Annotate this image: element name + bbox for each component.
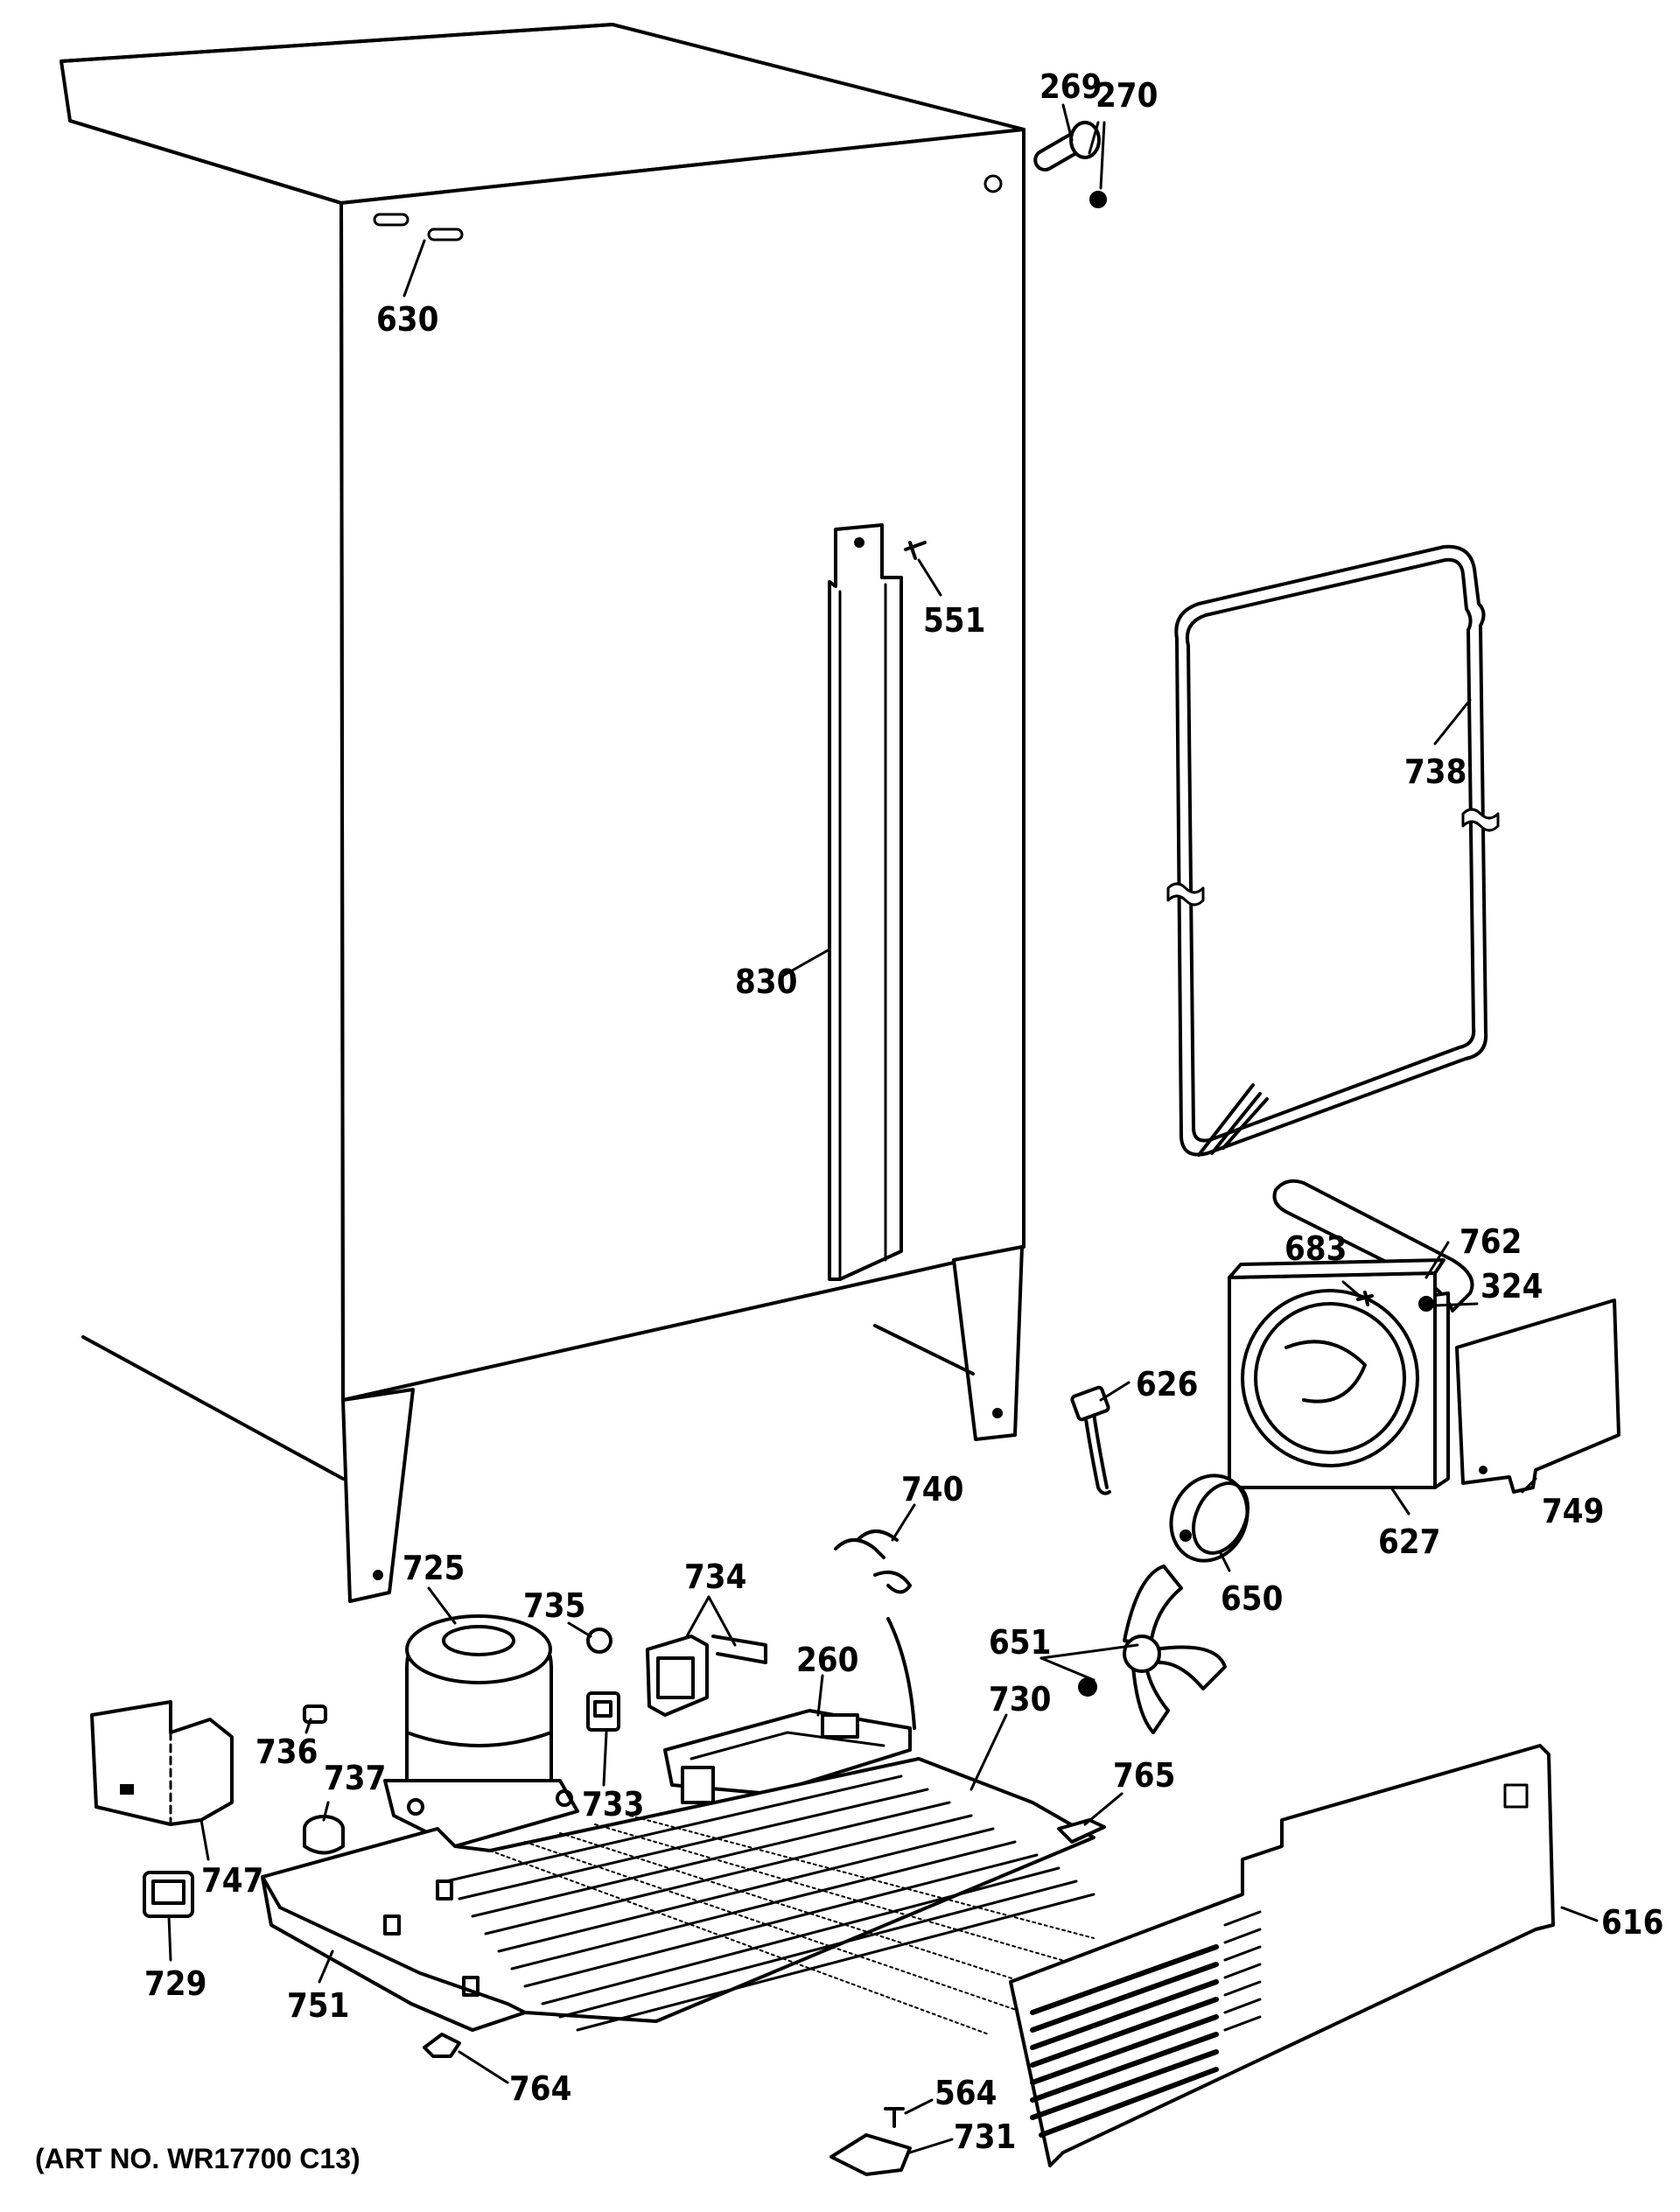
condenser-730 [261, 1757, 1096, 2035]
clip-740 [834, 1530, 912, 1594]
mullion-strip-830 [828, 523, 903, 1281]
label-616: 616 [1601, 1903, 1663, 1942]
screw-324 [1418, 1296, 1434, 1312]
screw-683 [1356, 1291, 1374, 1306]
relay-734 [646, 1634, 767, 1717]
screw-564 [884, 2107, 905, 2128]
label-747: 747 [201, 1861, 263, 1900]
label-733: 733 [582, 1785, 644, 1824]
label-650: 650 [1221, 1579, 1283, 1618]
art-number: (ART NO. WR17700 C13) [35, 2143, 360, 2174]
label-269: 269 [1040, 67, 1102, 106]
part-737 [303, 1815, 345, 1855]
gasket-738 [1166, 544, 1500, 1157]
label-734: 734 [684, 1558, 746, 1596]
part-729 [143, 1871, 194, 1918]
label-830: 830 [735, 962, 797, 1001]
cover-749 [1455, 1298, 1620, 1494]
motor-650 [1169, 1474, 1250, 1563]
label-736: 736 [256, 1732, 318, 1771]
label-762: 762 [1460, 1222, 1522, 1261]
part-labels: 269 270 630 551 738 830 762 683 324 626 … [144, 67, 1663, 2156]
label-683: 683 [1284, 1229, 1347, 1268]
drain-pan-260 [663, 1617, 916, 1804]
label-725: 725 [402, 1549, 465, 1587]
fan-blade-651 [1078, 1564, 1227, 1734]
label-627: 627 [1378, 1522, 1440, 1561]
compressor-725 [383, 1614, 579, 1848]
label-651: 651 [989, 1623, 1051, 1662]
label-764: 764 [509, 2069, 571, 2108]
label-729: 729 [144, 1964, 206, 2003]
screw-551 [904, 541, 927, 560]
label-735: 735 [523, 1586, 585, 1625]
label-270: 270 [1096, 76, 1158, 115]
cover-747 [90, 1700, 234, 1826]
label-551: 551 [923, 601, 985, 640]
clip-764 [423, 2033, 461, 2058]
label-324: 324 [1480, 1267, 1543, 1306]
label-564: 564 [934, 2074, 997, 2112]
label-740: 740 [901, 1470, 963, 1508]
label-731: 731 [954, 2118, 1016, 2156]
label-730: 730 [989, 1680, 1051, 1718]
label-738: 738 [1404, 752, 1466, 791]
label-751: 751 [287, 1986, 349, 2025]
part-733 [586, 1691, 620, 1732]
label-749: 749 [1542, 1492, 1604, 1530]
label-737: 737 [324, 1759, 386, 1797]
grille-616 [1009, 1744, 1555, 2167]
plug-626 [1070, 1385, 1111, 1495]
hinge-pin-269 [1033, 121, 1107, 208]
label-260: 260 [796, 1641, 858, 1679]
grommet-735 [586, 1628, 612, 1654]
label-630: 630 [376, 300, 438, 339]
leader-lines [167, 103, 1599, 2154]
label-765: 765 [1113, 1756, 1175, 1795]
label-626: 626 [1136, 1365, 1198, 1404]
clip-765 [1057, 1818, 1106, 1844]
bracket-731 [830, 2133, 912, 2176]
part-736 [303, 1704, 327, 1724]
fan-shroud-627 [1228, 1258, 1450, 1489]
